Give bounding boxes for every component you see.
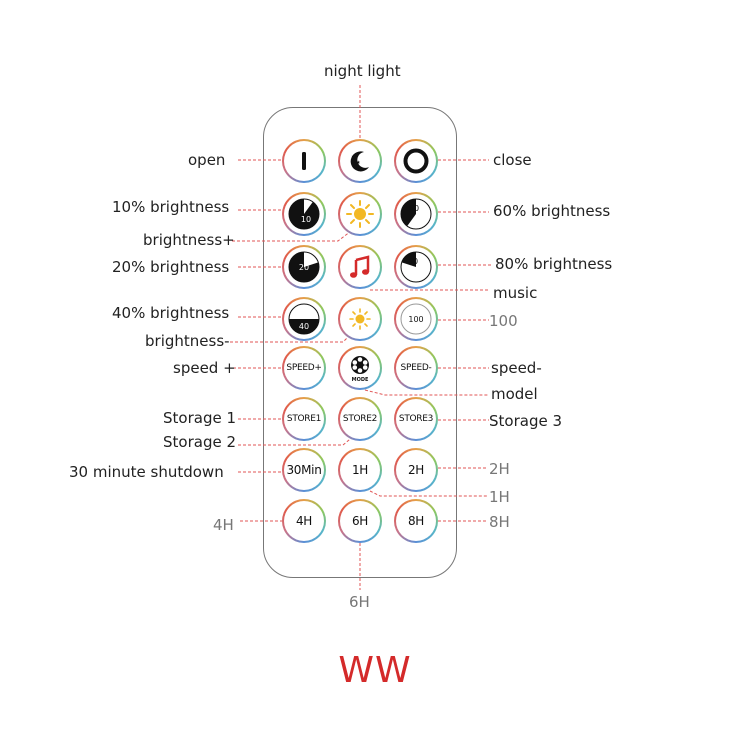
- label-40-brightness: 40% brightness: [112, 304, 230, 322]
- brightness-20-text: 20: [299, 263, 309, 272]
- timer-1h-label: 1H: [351, 463, 369, 477]
- label-30-minute-shutdown: 30 minute shutdown: [69, 463, 224, 481]
- brightness-10-button[interactable]: 10: [282, 192, 326, 236]
- label-speed-plus: speed +: [173, 359, 236, 377]
- label-music: music: [493, 284, 538, 302]
- brightness-100-text: 100: [408, 315, 423, 324]
- store1-button[interactable]: STORE1: [282, 397, 326, 441]
- timer-6h-button[interactable]: 6H: [338, 499, 382, 543]
- brightness-80-text: 80: [408, 257, 418, 266]
- svg-text:★: ★: [356, 160, 361, 166]
- label-open: open: [188, 151, 226, 169]
- label-brightness-plus: brightness+: [143, 231, 235, 249]
- speed-up-button[interactable]: SPEED+: [282, 346, 326, 390]
- brightness-10-icon: 10: [288, 198, 320, 230]
- night-light-button[interactable]: ★ ★: [338, 139, 382, 183]
- leader-line: [230, 329, 356, 343]
- brightness-up-button[interactable]: [338, 192, 382, 236]
- leader-line: [364, 389, 489, 396]
- store1-label: STORE1: [286, 414, 322, 424]
- label-brightness-minus: brightness-: [145, 332, 230, 350]
- label-10-brightness: 10% brightness: [112, 198, 230, 216]
- brightness-80-button[interactable]: 80: [394, 245, 438, 289]
- timer-2h-button[interactable]: 2H: [394, 448, 438, 492]
- label-1h: 1H: [489, 488, 510, 506]
- timer-6h-label: 6H: [351, 514, 369, 528]
- label-night-light: night light: [324, 62, 401, 80]
- timer-1h-button[interactable]: 1H: [338, 448, 382, 492]
- brightness-40-icon: 40: [288, 303, 320, 335]
- brightness-60-icon: 60: [400, 198, 432, 230]
- brightness-20-button[interactable]: 20: [282, 245, 326, 289]
- label-storage-2: Storage 2: [163, 433, 237, 451]
- brightness-100-button[interactable]: 100: [394, 297, 438, 341]
- label-speed-minus: speed-: [491, 359, 542, 377]
- label-100: 100: [489, 312, 518, 330]
- store3-button[interactable]: STORE3: [394, 397, 438, 441]
- brightness-100-icon: 100: [400, 303, 432, 335]
- label-8h: 8H: [489, 513, 510, 531]
- speed-up-label: SPEED+: [286, 363, 322, 373]
- power-off-icon: [403, 148, 429, 174]
- label-20-brightness: 20% brightness: [112, 258, 230, 276]
- brightness-80-icon: 80: [400, 251, 432, 283]
- timer-30min-button[interactable]: 30Min: [282, 448, 326, 492]
- brightness-40-text: 40: [299, 322, 309, 331]
- timer-4h-button[interactable]: 4H: [282, 499, 326, 543]
- label-4h: 4H: [213, 516, 234, 534]
- label-model: model: [491, 385, 538, 403]
- label-60-brightness: 60% brightness: [493, 202, 611, 220]
- page-title: WW: [338, 650, 412, 691]
- brightness-60-button[interactable]: 60: [394, 192, 438, 236]
- label-80-brightness: 80% brightness: [495, 255, 613, 273]
- brightness-down-button[interactable]: [338, 297, 382, 341]
- label-2h: 2H: [489, 460, 510, 478]
- speed-down-button[interactable]: SPEED-: [394, 346, 438, 390]
- timer-8h-button[interactable]: 8H: [394, 499, 438, 543]
- label-storage-1: Storage 1: [163, 409, 237, 427]
- svg-text:★: ★: [351, 153, 357, 161]
- speed-down-label: SPEED-: [400, 363, 432, 373]
- brightness-20-icon: 20: [288, 251, 320, 283]
- timer-30min-label: 30Min: [286, 463, 322, 477]
- leader-line: [369, 490, 487, 497]
- music-note-icon: [350, 255, 370, 278]
- brightness-60-text: 60: [409, 204, 419, 213]
- moon-stars-icon: ★ ★: [350, 151, 369, 172]
- film-reel-icon: MODE: [351, 356, 369, 383]
- store3-label: STORE3: [398, 414, 434, 424]
- brightness-10-text: 10: [301, 215, 311, 224]
- timer-4h-label: 4H: [295, 514, 313, 528]
- label-close: close: [493, 151, 532, 169]
- timer-2h-label: 2H: [407, 463, 425, 477]
- power-on-icon: [302, 152, 306, 170]
- open-button[interactable]: [282, 139, 326, 183]
- label-6h: 6H: [349, 593, 370, 611]
- store2-button[interactable]: STORE2: [338, 397, 382, 441]
- sun-large-icon: [346, 200, 374, 228]
- timer-8h-label: 8H: [407, 514, 425, 528]
- sun-small-icon: [349, 308, 371, 330]
- close-button[interactable]: [394, 139, 438, 183]
- music-button[interactable]: [338, 245, 382, 289]
- mode-text: MODE: [352, 377, 369, 383]
- brightness-40-button[interactable]: 40: [282, 297, 326, 341]
- mode-button[interactable]: MODE: [338, 346, 382, 390]
- label-storage-3: Storage 3: [489, 412, 563, 430]
- store2-label: STORE2: [342, 414, 378, 424]
